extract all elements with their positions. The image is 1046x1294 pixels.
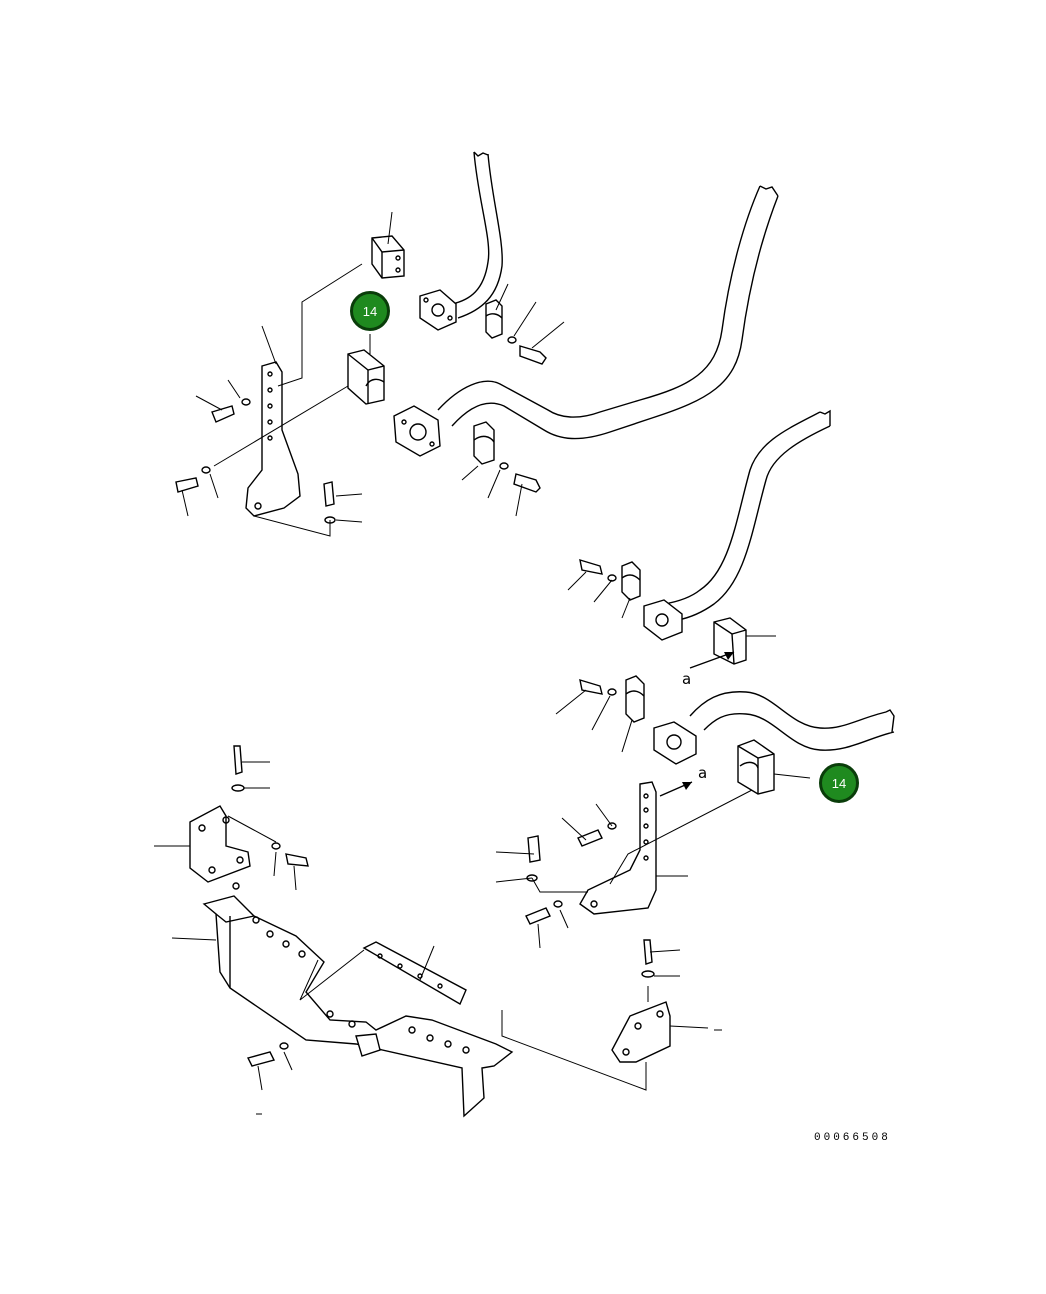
flange-right-lower bbox=[653, 721, 697, 765]
upper-rear-pipe bbox=[451, 151, 503, 319]
right-pipe-upper bbox=[663, 409, 831, 621]
right-pipe-lower bbox=[689, 691, 895, 751]
reference-mark-r2: a bbox=[698, 764, 707, 782]
bolt-upper-left-c bbox=[323, 481, 336, 524]
bolt-right-bracket-c bbox=[526, 835, 541, 882]
bolt-upper-left-a bbox=[211, 398, 251, 423]
mounting-bracket-right bbox=[579, 781, 657, 915]
bolt-upper-mid bbox=[499, 462, 541, 493]
bolt-right-bracket-b bbox=[525, 900, 563, 925]
bolt-right-bracket-a bbox=[577, 822, 617, 847]
flange-right-upper bbox=[643, 599, 683, 641]
mounting-plate bbox=[362, 941, 467, 1006]
reference-mark-r1: a bbox=[682, 670, 691, 688]
upper-leader-lines bbox=[181, 211, 565, 537]
bolt-right-upper bbox=[579, 558, 617, 582]
lower-leader-lines bbox=[154, 761, 722, 1115]
bolt-right-lower bbox=[579, 678, 617, 696]
bolt-upper-top bbox=[507, 336, 547, 365]
bolt-upper-left-b bbox=[175, 466, 211, 493]
mounting-bracket-lower-left bbox=[189, 805, 251, 883]
flange-upper-mid bbox=[393, 405, 441, 457]
drawing-number: 00066508 bbox=[814, 1132, 891, 1144]
bolt-lower-left bbox=[271, 842, 309, 867]
bolt-lower-top bbox=[231, 745, 245, 792]
bolt-lower-right bbox=[641, 939, 655, 978]
clamp-block-upper-top bbox=[371, 235, 405, 279]
mounting-bracket-upper-left bbox=[245, 361, 301, 517]
flange-upper-top bbox=[419, 289, 457, 331]
bolt-lower-frame bbox=[246, 1042, 289, 1067]
main-frame-crossmember bbox=[202, 882, 514, 1118]
part-callout-14-upper[interactable]: 14 bbox=[350, 291, 390, 331]
clip-upper-top bbox=[485, 299, 503, 339]
upper-front-pipe bbox=[437, 185, 779, 440]
mounting-bracket-lower-right bbox=[611, 1001, 671, 1063]
clamp-block-right-lower bbox=[737, 739, 775, 795]
clamp-block-upper-mid bbox=[347, 349, 385, 405]
clip-upper-mid bbox=[473, 421, 495, 465]
reference-arrows bbox=[659, 651, 735, 797]
clamp-block-right-upper bbox=[713, 617, 747, 665]
clip-right-lower bbox=[625, 675, 645, 723]
right-leader-lines bbox=[495, 571, 811, 949]
clip-right-upper bbox=[621, 561, 641, 601]
part-callout-14-lower[interactable]: 14 bbox=[819, 763, 859, 803]
